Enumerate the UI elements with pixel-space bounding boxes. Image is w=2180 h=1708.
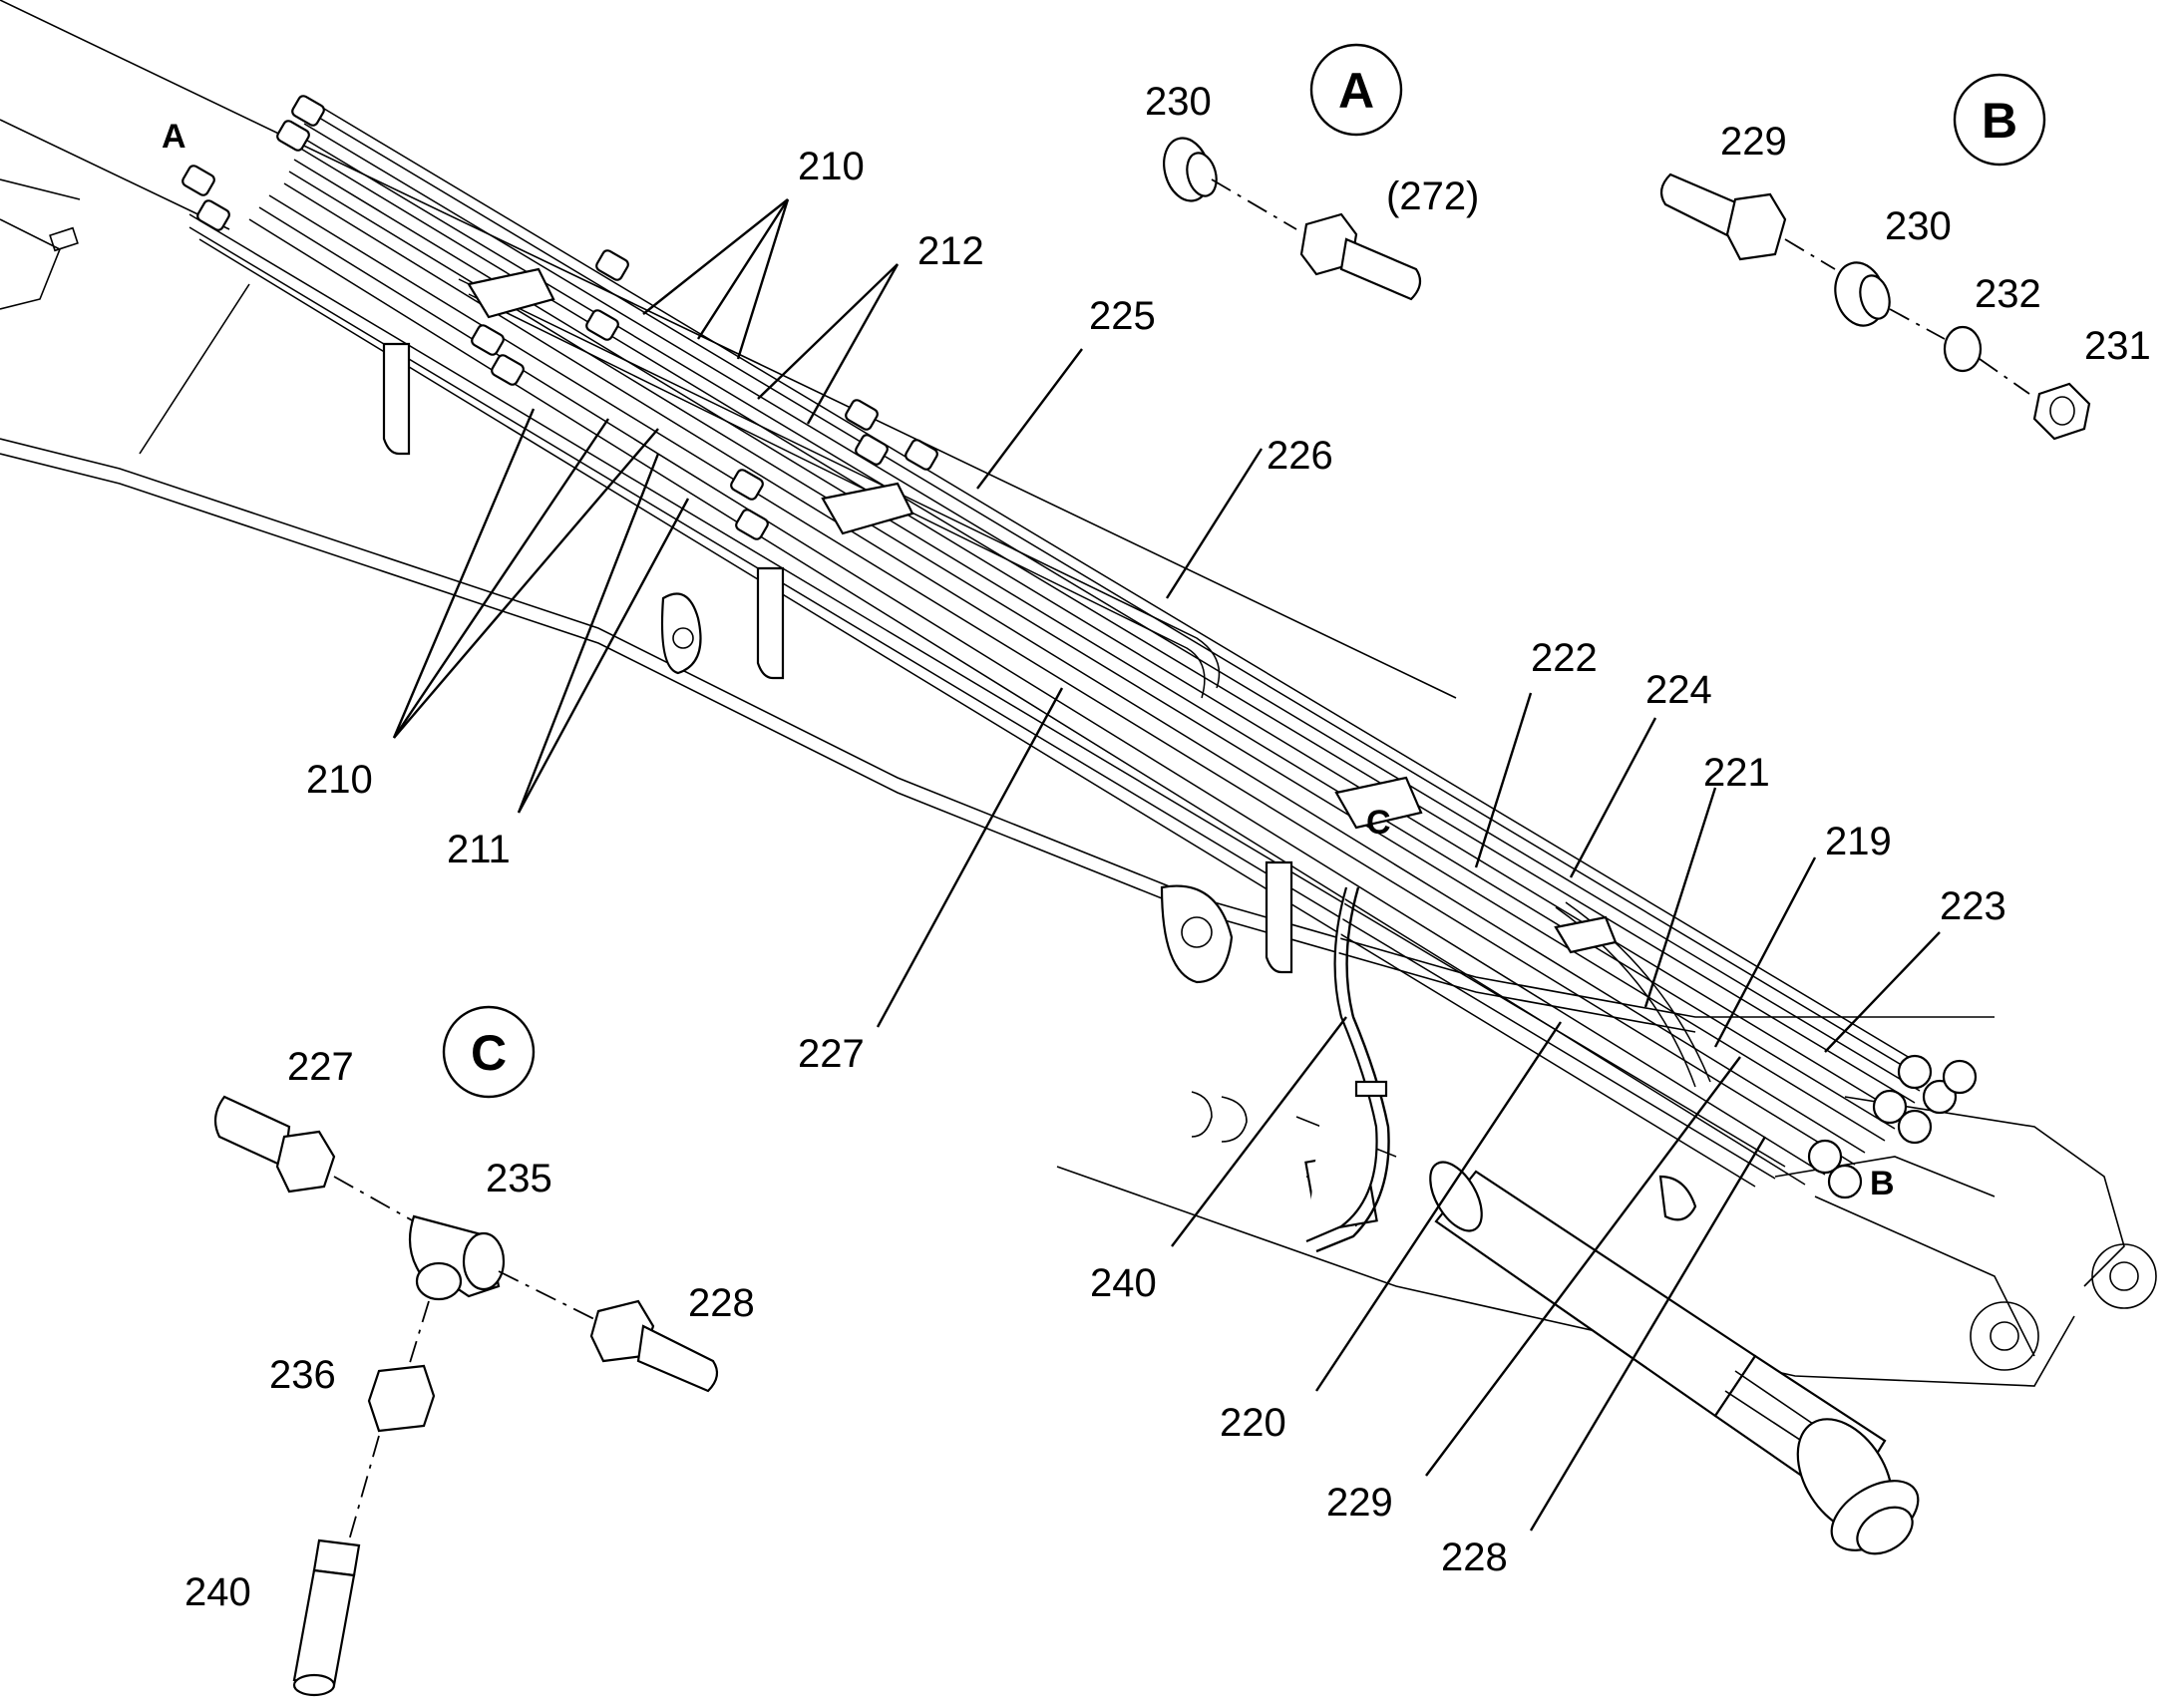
- pipe-227-part: [213, 1095, 336, 1194]
- callout-223: 223: [1940, 884, 2006, 928]
- detail-a: A: [1163, 43, 1422, 301]
- detail-c-callout-228: 228: [688, 1281, 755, 1325]
- fittings-b-end: [1807, 1054, 1978, 1199]
- ring-232-part: [1943, 325, 1983, 373]
- detail-c-circle: [442, 1005, 536, 1099]
- pipe-clamps: [382, 267, 1618, 974]
- detail-b-letter: B: [1982, 93, 2017, 149]
- callout-220: 220: [1220, 1401, 1286, 1445]
- detail-a-letter: A: [1338, 63, 1374, 119]
- marker-b: B: [1870, 1165, 1895, 1202]
- callout-210-top: 210: [798, 145, 865, 188]
- callout-210-bottom: 210: [306, 758, 373, 802]
- callout-226: 226: [1267, 434, 1333, 478]
- boom-plates: [660, 592, 1697, 1221]
- callout-222: 222: [1531, 636, 1598, 680]
- callout-225: 225: [1089, 294, 1156, 338]
- detail-b-callout-229: 229: [1720, 120, 1787, 164]
- callout-211: 211: [447, 828, 511, 871]
- detail-b-callout-231: 231: [2084, 324, 2151, 368]
- pipe-229-part: [1659, 172, 1787, 261]
- detail-a-circle: [1309, 43, 1403, 137]
- callout-221: 221: [1703, 751, 1770, 795]
- callout-229: 229: [1326, 1481, 1393, 1525]
- adapter-236-part: [367, 1364, 436, 1433]
- tee-235-part: [408, 1214, 506, 1301]
- detail-a-callout-230: 230: [1145, 80, 1212, 124]
- detail-c-callout-235: 235: [486, 1157, 552, 1200]
- flex-hose-240: [1305, 886, 1390, 1253]
- detail-a-callout-272: (272): [1386, 174, 1479, 218]
- seal-230-part: [1163, 137, 1218, 202]
- callout-227: 227: [798, 1032, 865, 1076]
- detail-b-callout-232: 232: [1975, 272, 2041, 316]
- hose-240-part: [292, 1538, 361, 1697]
- callout-224: 224: [1645, 668, 1712, 712]
- callout-240: 240: [1090, 1261, 1157, 1305]
- detail-c-callout-227: 227: [287, 1045, 354, 1089]
- marker-a: A: [162, 118, 186, 156]
- callout-219: 219: [1825, 820, 1892, 863]
- detail-b: B: [1659, 73, 2091, 441]
- marker-c: C: [1366, 804, 1391, 842]
- seal-230-b-part: [1834, 261, 1891, 327]
- detail-c-callout-240: 240: [184, 1570, 251, 1614]
- callout-212: 212: [917, 229, 984, 273]
- pipe-bundle: [188, 99, 1926, 1188]
- detail-c: C: [213, 1005, 719, 1697]
- detail-c-callout-236: 236: [269, 1353, 336, 1397]
- callout-228: 228: [1441, 1536, 1508, 1579]
- detail-b-callout-230: 230: [1885, 204, 1952, 248]
- pipe-228-part: [589, 1299, 719, 1393]
- pipe-272-part: [1299, 212, 1422, 301]
- detail-c-letter: C: [471, 1025, 507, 1081]
- detail-b-circle: [1953, 73, 2046, 167]
- leader-lines: [392, 198, 1941, 1532]
- nut-231-part: [2032, 382, 2091, 441]
- fittings-a-end: [182, 95, 938, 540]
